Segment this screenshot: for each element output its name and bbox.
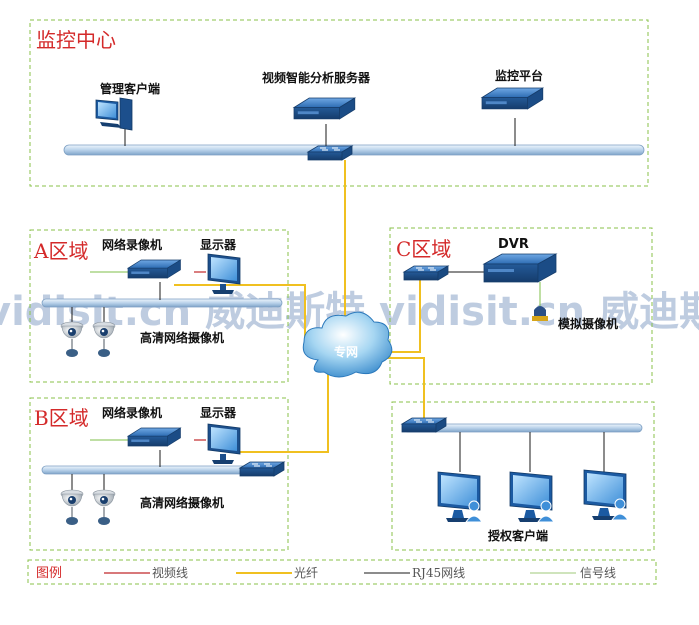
- zone-title-center: 监控中心: [36, 28, 116, 52]
- dvr-icon: [482, 253, 558, 283]
- zone-frame-a: [29, 229, 289, 383]
- zone-b-nvr-icon: [127, 427, 181, 447]
- private-network-cloud-icon: [302, 311, 393, 378]
- video-server-icon: [293, 97, 356, 120]
- legend-rj45-label: RJ45网线: [412, 566, 465, 580]
- zone-c-switch-icon: [403, 265, 449, 281]
- center-switch-icon: [307, 145, 353, 161]
- zone-a-nvr-label: 网络录像机: [102, 237, 162, 252]
- auth-client-2-icon: [509, 471, 555, 523]
- zone-title-b: B区域: [34, 406, 89, 430]
- zone-a-cameras-label: 高清网络摄像机: [140, 330, 224, 345]
- mgmt-client-label: 管理客户端: [100, 81, 160, 96]
- analog-camera-icon: [532, 306, 548, 321]
- zone-a-camera-2-icon: [92, 321, 116, 358]
- zone-a-display-label: 显示器: [200, 238, 237, 252]
- video-server-label: 视频智能分析服务器: [262, 70, 371, 85]
- zone-b-switch-icon: [239, 461, 285, 477]
- dvr-label: DVR: [498, 237, 529, 252]
- zone-frame-clients: [391, 401, 655, 551]
- zone-b-nvr-label: 网络录像机: [102, 405, 162, 420]
- clients-switch-icon: [401, 417, 447, 433]
- zone-b-cameras-label: 高清网络摄像机: [140, 495, 224, 510]
- private-network-label: 专网: [334, 344, 358, 359]
- analog-camera-label: 模拟摄像机: [558, 316, 618, 331]
- legend-video-label: 视频线: [152, 565, 188, 580]
- zone-frame-b: [29, 397, 289, 551]
- zone-b-bus: [41, 465, 257, 475]
- zone-frame-center: [29, 19, 649, 187]
- monitor-platform-icon: [481, 87, 544, 110]
- zone-b-display-icon: [207, 423, 241, 465]
- zone-title-a: A区域: [33, 239, 88, 263]
- legend-title: 图例: [36, 566, 62, 581]
- legend-signal-label: 信号线: [580, 566, 616, 580]
- zone-a-bus: [41, 298, 283, 308]
- legend-fiber-label: 光纤: [294, 566, 318, 580]
- legend-frame: [27, 559, 657, 585]
- mgmt-client-pc-icon: [95, 97, 133, 131]
- monitor-platform-label: 监控平台: [495, 68, 543, 83]
- zone-b-camera-2-icon: [92, 489, 116, 526]
- zone-a-display-icon: [207, 253, 241, 295]
- zone-b-camera-1-icon: [60, 489, 84, 526]
- auth-client-3-icon: [583, 469, 629, 521]
- center-bus: [63, 144, 645, 156]
- zone-a-nvr-icon: [127, 259, 181, 279]
- auth-client-1-icon: [437, 471, 483, 523]
- zone-frame-c: [389, 227, 653, 385]
- zone-b-display-label: 显示器: [200, 406, 237, 420]
- zone-a-camera-1-icon: [60, 321, 84, 358]
- auth-client-label: 授权客户端: [488, 528, 548, 543]
- zone-title-c: C区域: [396, 237, 451, 261]
